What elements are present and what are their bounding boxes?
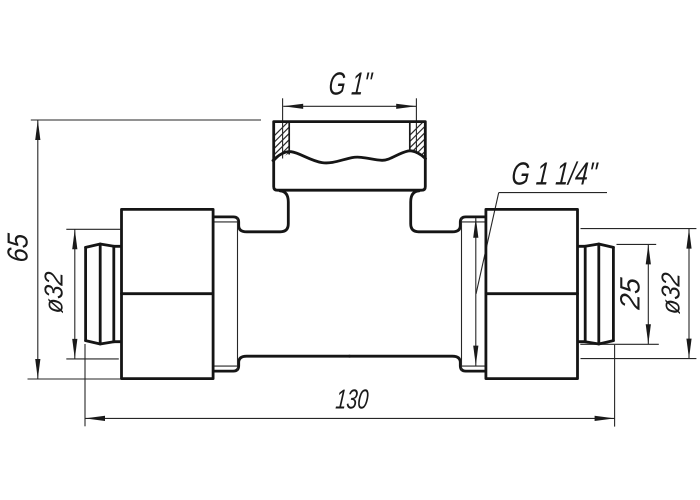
svg-text:65: 65 [1, 232, 34, 264]
svg-text:ø32: ø32 [657, 271, 686, 315]
svg-text:G 1'': G 1'' [327, 65, 374, 101]
svg-text:130: 130 [334, 384, 370, 415]
svg-text:G 1 1/4'': G 1 1/4'' [510, 156, 600, 191]
svg-text:ø32: ø32 [40, 271, 69, 315]
svg-text:25: 25 [614, 276, 645, 311]
